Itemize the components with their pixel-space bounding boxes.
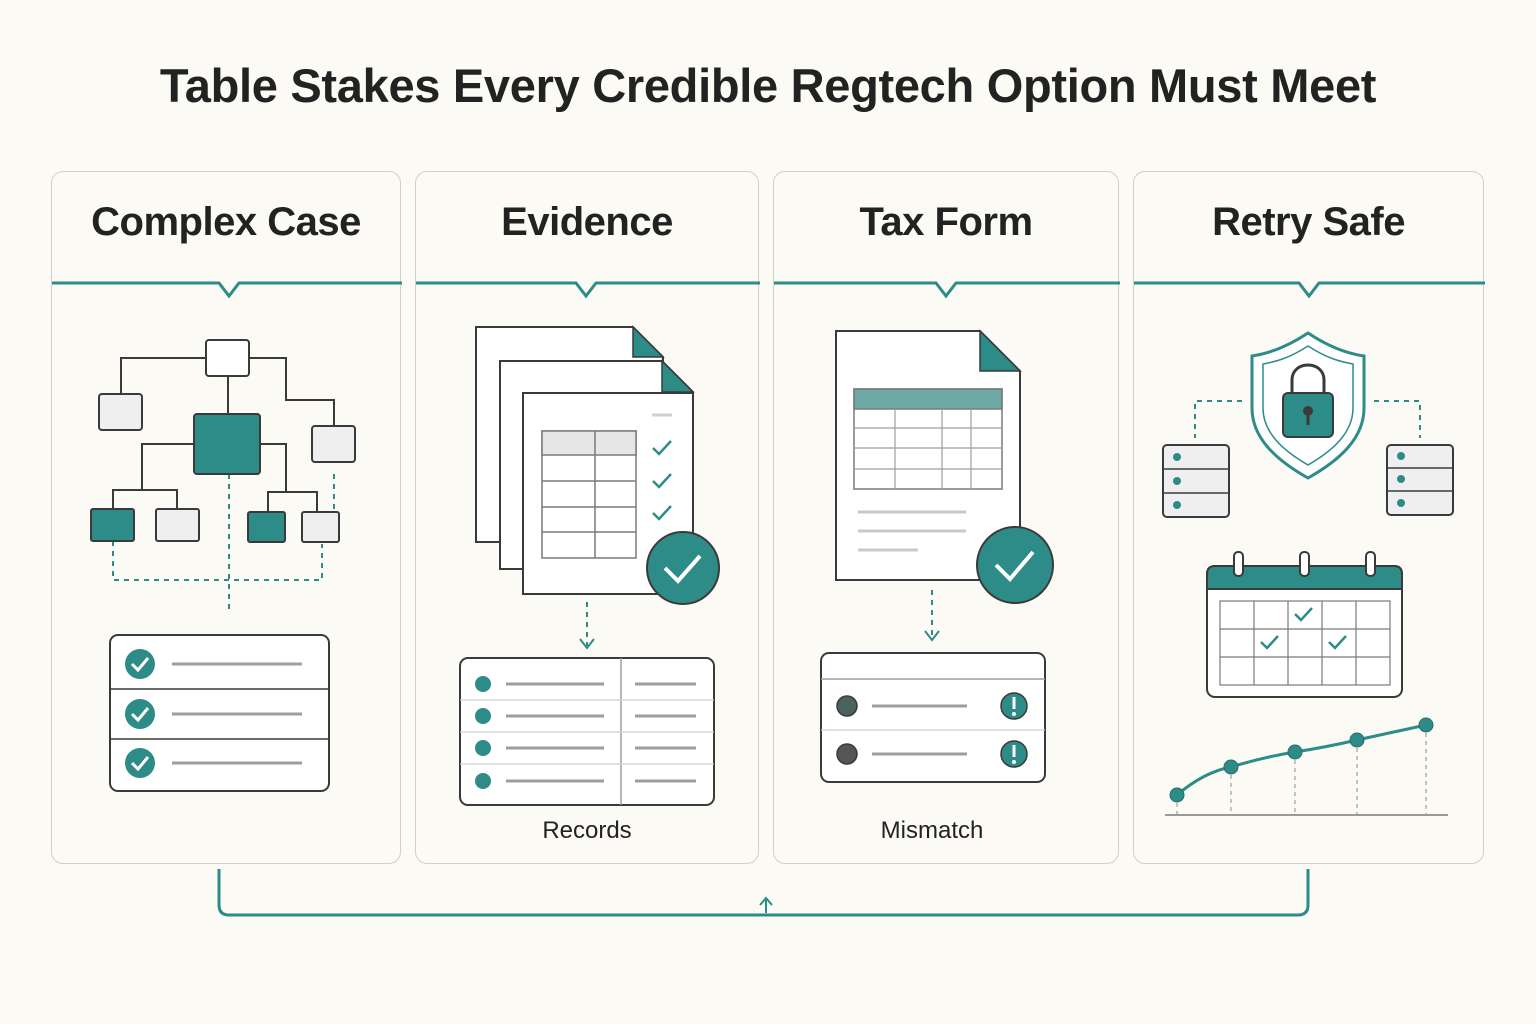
panel-tax-form: Tax Form — [773, 171, 1120, 864]
panel-retry-safe: Retry Safe — [1133, 171, 1485, 864]
panel-caption-mismatch: Mismatch — [880, 817, 984, 844]
panel-heading: Tax Form — [859, 200, 1033, 244]
panel-heading: Evidence — [501, 200, 673, 244]
page-title: Table Stakes Every Credible Regtech Opti… — [159, 59, 1377, 112]
panel-complex-case: Complex Case — [51, 171, 402, 864]
tax-form-document-with-check-icon — [774, 281, 1120, 783]
panel-heading: Complex Case — [91, 200, 361, 244]
panel-caption-records: Records — [542, 817, 632, 844]
stacked-documents-with-checks-icon — [416, 281, 760, 806]
panel-heading: Retry Safe — [1212, 200, 1405, 244]
shield-lock-calendar-trend-icon — [1134, 281, 1485, 816]
panel-evidence: Evidence — [415, 171, 760, 864]
branching-tree-diagram-icon — [52, 281, 402, 792]
